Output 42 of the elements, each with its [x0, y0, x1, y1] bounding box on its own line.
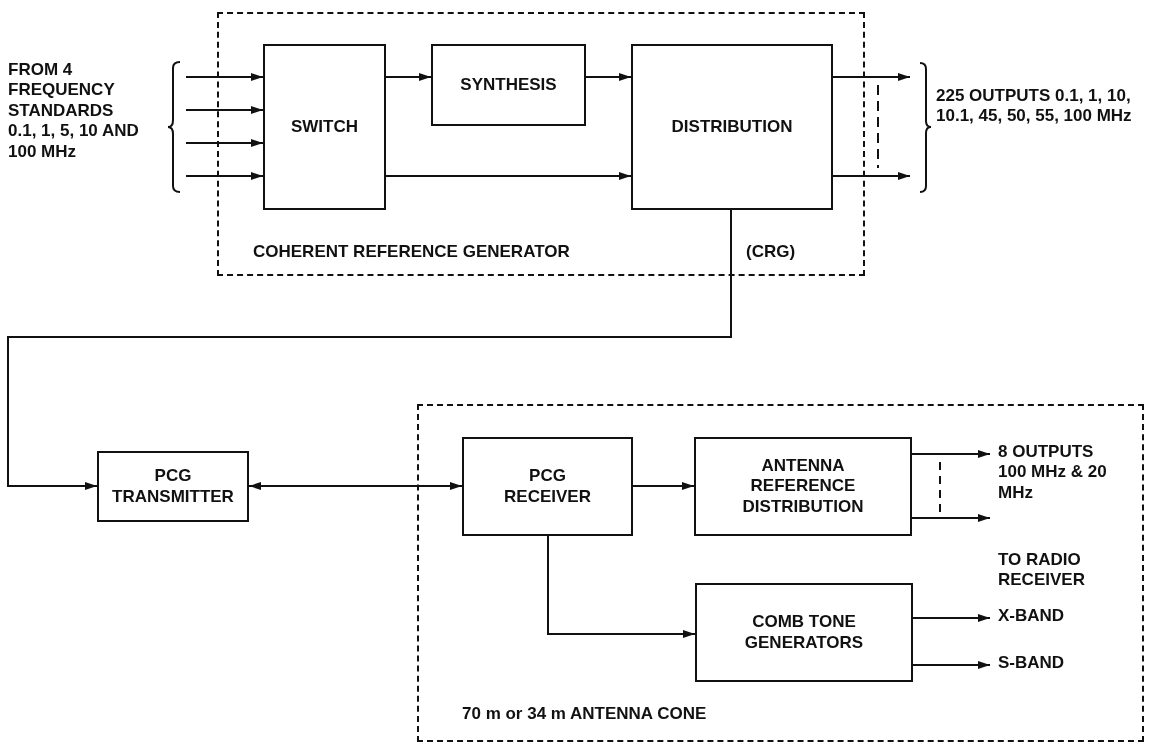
group-label: (CRG)	[746, 242, 796, 262]
arrow	[185, 139, 264, 147]
output-label: X-BAND	[998, 606, 1078, 627]
box-label: DISTRIBUTION	[671, 116, 793, 138]
box-label: PCG TRANSMITTER	[111, 466, 235, 507]
output-label: 8 OUTPUTS 100 MHz & 20 MHz	[998, 442, 1110, 504]
arrow	[185, 73, 264, 81]
output-label: S-BAND	[998, 653, 1078, 674]
arrow	[832, 73, 911, 81]
output-label: 225 OUTPUTS 0.1, 1, 10, 10.1, 45, 50, 55, 100 MHz	[936, 86, 1136, 127]
note-label: TO RADIO RECEIVER	[998, 550, 1086, 591]
process-box	[263, 44, 386, 210]
box-label: ANTENNA REFERENCE DISTRIBUTION	[741, 455, 865, 518]
process-box	[631, 44, 833, 210]
process-box	[462, 437, 633, 536]
arrow	[385, 73, 432, 81]
arrow	[547, 535, 696, 638]
arrow	[912, 661, 991, 669]
arrow	[7, 209, 732, 490]
arrow	[185, 106, 264, 114]
arrow	[248, 482, 463, 490]
dashed-group-boundary	[417, 404, 1144, 742]
box-label: PCG RECEIVER	[503, 466, 592, 507]
dashed-group-boundary	[217, 12, 865, 276]
arrow	[911, 450, 991, 458]
process-box	[431, 44, 586, 126]
arrow	[832, 172, 911, 180]
arrow	[632, 482, 695, 490]
group-label: COHERENT REFERENCE GENERATOR	[253, 242, 570, 262]
process-box	[695, 583, 913, 682]
input-label: FROM 4 FREQUENCY STANDARDS 0.1, 1, 5, 10 AND 100 MHz	[8, 60, 144, 162]
box-label: COMB TONE GENERATORS	[743, 612, 865, 653]
group-label: 70 m or 34 m ANTENNA CONE	[462, 704, 707, 724]
box-label: SYNTHESIS	[460, 74, 557, 96]
arrow	[185, 172, 264, 180]
arrow	[911, 514, 991, 522]
arrow	[912, 614, 991, 622]
process-box	[97, 451, 249, 522]
process-box	[694, 437, 912, 536]
arrow	[585, 73, 632, 81]
arrow	[385, 172, 632, 180]
box-label: SWITCH	[290, 116, 358, 138]
